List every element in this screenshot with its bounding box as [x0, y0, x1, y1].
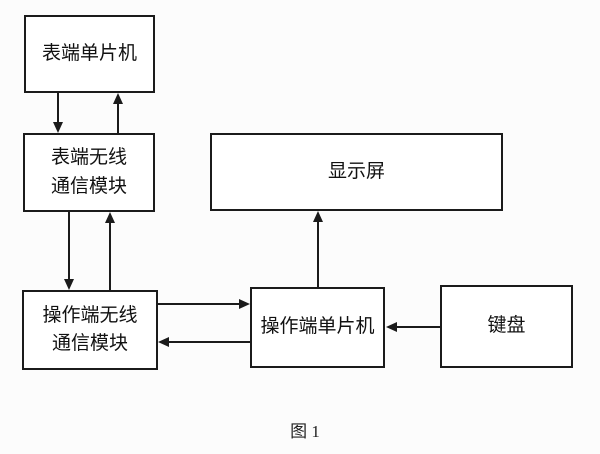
- box-meter-mcu: 表端单片机: [24, 15, 155, 93]
- connector-operator-wireless-to-meter-wireless: [109, 222, 111, 290]
- box-keyboard: 键盘: [440, 285, 573, 368]
- arrowhead-down-into-operator-wireless-icon: [64, 279, 74, 290]
- box-meter-wireless-module-label: 表端无线 通信模块: [50, 147, 127, 197]
- box-operator-wireless-module-label: 操作端无线 通信模块: [42, 304, 138, 355]
- box-display-screen-label: 显示屏: [327, 160, 385, 182]
- box-display-screen: 显示屏: [210, 133, 503, 211]
- arrowhead-up-into-meter-mcu-icon: [113, 93, 123, 104]
- arrowhead-down-into-meter-wireless-icon: [53, 122, 63, 133]
- arrowhead-up-into-meter-wireless-icon: [105, 212, 115, 223]
- box-keyboard-label: 键盘: [487, 315, 526, 337]
- connector-operator-wireless-to-operator-mcu: [158, 303, 241, 305]
- box-meter-wireless-module: 表端无线 通信模块: [23, 133, 155, 212]
- connector-meter-wireless-to-operator-wireless: [68, 212, 70, 282]
- arrowhead-left-into-operator-wireless-icon: [158, 337, 169, 347]
- connector-keyboard-to-operator-mcu: [397, 326, 440, 328]
- box-operator-mcu-label: 操作端单片机: [260, 316, 375, 338]
- connector-meter-mcu-to-meter-wireless: [57, 93, 59, 125]
- arrowhead-right-into-operator-mcu-icon: [239, 299, 250, 309]
- arrowhead-up-into-display-icon: [313, 211, 323, 222]
- figure-caption: 图 1: [290, 422, 320, 441]
- box-meter-mcu-label: 表端单片机: [41, 42, 137, 64]
- box-operator-wireless-module: 操作端无线 通信模块: [22, 290, 158, 370]
- connector-operator-mcu-to-operator-wireless: [169, 341, 250, 343]
- box-operator-mcu: 操作端单片机: [250, 287, 385, 368]
- arrowhead-left-into-operator-mcu-icon: [386, 322, 397, 332]
- connector-meter-wireless-to-meter-mcu: [117, 103, 119, 133]
- connector-operator-mcu-to-display: [317, 221, 319, 287]
